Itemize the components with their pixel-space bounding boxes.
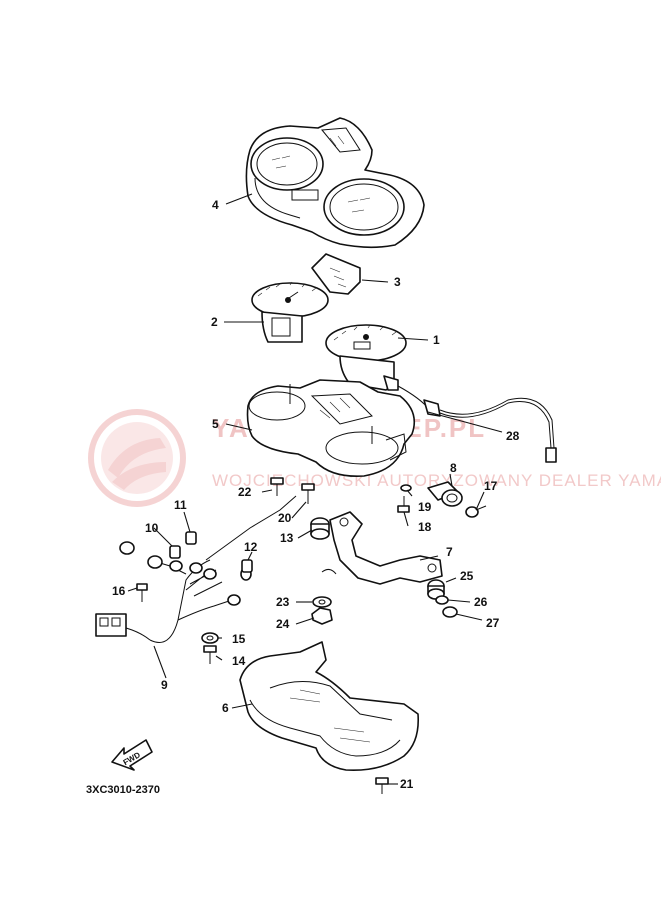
washer-19 xyxy=(400,484,412,492)
part-label-19: 19 xyxy=(418,500,432,514)
grommet-13 xyxy=(310,517,330,540)
screw-21 xyxy=(375,777,389,794)
bulb-12 xyxy=(241,559,253,573)
screw-22 xyxy=(270,477,284,496)
meter-housing xyxy=(245,117,425,249)
screw-18 xyxy=(397,496,410,513)
part-label-21: 21 xyxy=(400,777,414,791)
part-label-20: 20 xyxy=(278,511,292,525)
part-label-18: 18 xyxy=(418,520,432,534)
part-label-12: 12 xyxy=(244,540,258,554)
part-label-1: 1 xyxy=(433,333,440,347)
nut-27 xyxy=(442,606,458,618)
watermark-logo xyxy=(88,409,186,507)
bulb-11 xyxy=(185,531,197,545)
wire-harness xyxy=(95,495,297,643)
part-label-2: 2 xyxy=(211,315,218,329)
lower-meter-case xyxy=(246,379,416,478)
part-label-3: 3 xyxy=(394,275,401,289)
socket-8 xyxy=(427,481,463,507)
indicator-plate xyxy=(311,253,361,295)
screw-16 xyxy=(136,583,148,602)
part-label-27: 27 xyxy=(486,616,500,630)
part-label-24: 24 xyxy=(276,617,290,631)
watermark-line-2: WOJCIECHOWSKI AUTORYZOWANY DEALER YAMAHA xyxy=(212,471,661,490)
bottom-cover xyxy=(239,641,420,772)
speedometer-gauge xyxy=(251,281,329,343)
part-label-26: 26 xyxy=(474,595,488,609)
screw-14 xyxy=(203,645,217,664)
leader-lines xyxy=(127,193,503,785)
washer-26 xyxy=(435,595,449,605)
part-labels: 1 2 3 4 5 6 7 8 9 10 11 12 13 14 15 16 1… xyxy=(112,198,520,791)
nut-24 xyxy=(311,607,333,625)
part-label-11: 11 xyxy=(174,498,187,512)
part-label-16: 16 xyxy=(112,584,126,598)
part-label-22: 22 xyxy=(238,485,252,499)
part-label-4: 4 xyxy=(212,198,219,212)
part-label-6: 6 xyxy=(222,701,229,715)
part-label-28: 28 xyxy=(506,429,520,443)
diagram-code: 3XC3010-2370 xyxy=(86,784,160,796)
washer-23 xyxy=(312,596,332,608)
part-label-15: 15 xyxy=(232,632,246,646)
part-label-17: 17 xyxy=(484,479,498,493)
screw-20 xyxy=(301,483,315,504)
part-label-9: 9 xyxy=(161,678,168,692)
screw-17 xyxy=(465,505,487,518)
part-label-5: 5 xyxy=(212,417,219,431)
part-label-10: 10 xyxy=(145,521,159,535)
bulb-10 xyxy=(169,545,181,559)
bracket xyxy=(321,511,443,585)
part-label-23: 23 xyxy=(276,595,290,609)
part-label-14: 14 xyxy=(232,654,246,668)
fwd-arrow: FWD xyxy=(111,739,153,771)
part-label-8: 8 xyxy=(450,461,457,475)
part-label-13: 13 xyxy=(280,531,294,545)
washer-15 xyxy=(201,632,219,644)
part-label-7: 7 xyxy=(446,545,453,559)
part-label-25: 25 xyxy=(460,569,474,583)
